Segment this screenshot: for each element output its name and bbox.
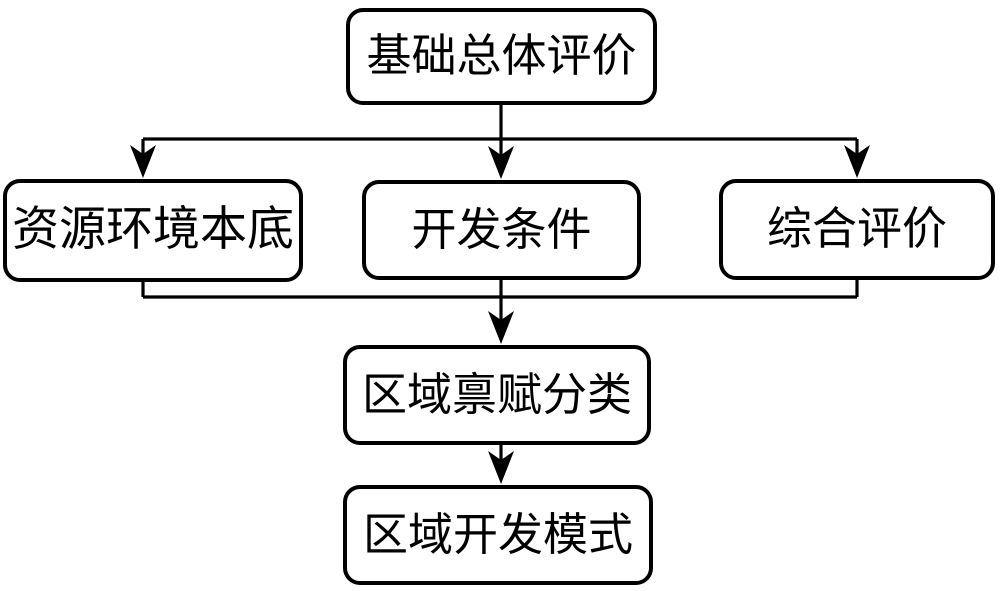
node-label: 区域禀赋分类 (361, 369, 632, 420)
node-regional-development-mode: 区域开发模式 (343, 485, 653, 585)
arrowhead-into-conditions-box (488, 146, 514, 179)
node-comprehensive-evaluation: 综合评价 (719, 179, 995, 280)
node-basic-overall-evaluation: 基础总体评价 (346, 8, 657, 105)
node-label: 开发条件 (411, 204, 592, 255)
node-label: 区域开发模式 (362, 509, 633, 560)
node-label: 综合评价 (766, 204, 947, 254)
node-regional-endowment-classification: 区域禀赋分类 (343, 345, 651, 445)
arrowhead-into-comprehensive-box (844, 145, 870, 178)
arrowhead-into-mode-box (488, 451, 514, 484)
arrowhead-into-classification-box (488, 311, 514, 344)
node-label: 资源环境本底 (12, 204, 294, 256)
node-resource-environment-base: 资源环境本底 (3, 179, 303, 282)
node-label: 基础总体评价 (366, 31, 637, 81)
arrowhead-into-resource-box (130, 145, 156, 178)
node-development-conditions: 开发条件 (362, 180, 641, 280)
